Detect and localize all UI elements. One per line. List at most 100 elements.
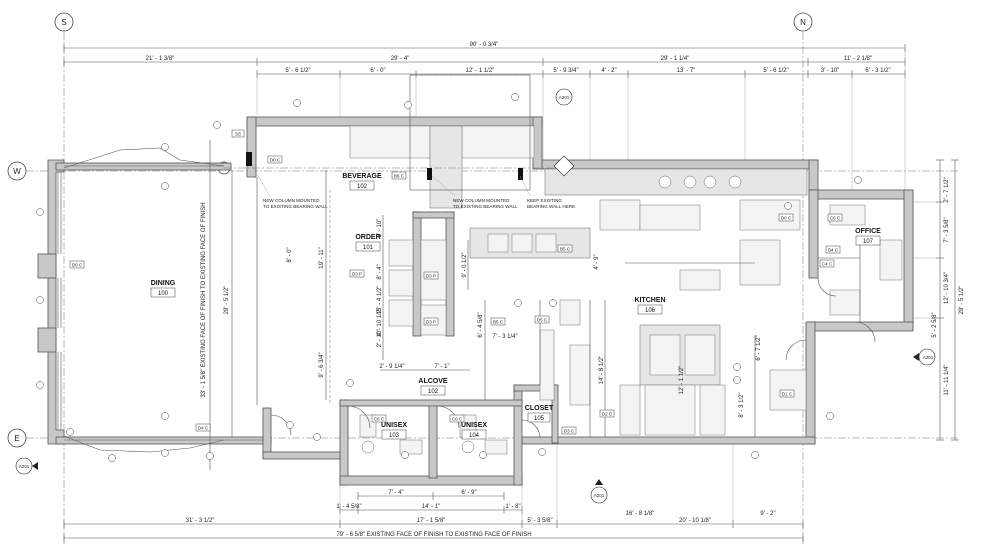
svg-text:31' - 3 1/2": 31' - 3 1/2" [186, 518, 215, 524]
svg-text:UNISEX: UNISEX [461, 422, 487, 429]
svg-text:DINING: DINING [151, 280, 176, 287]
svg-text:BEARING WALL HERE: BEARING WALL HERE [527, 204, 575, 209]
svg-text:B5 C: B5 C [560, 247, 571, 252]
room-label-closet: CLOSET 105 [525, 405, 554, 423]
svg-text:D3 P: D3 P [426, 274, 436, 279]
svg-text:17' - 1 5/8": 17' - 1 5/8" [417, 518, 446, 524]
svg-text:D3 P: D3 P [426, 320, 436, 325]
svg-text:1' - 8": 1' - 8" [505, 504, 520, 510]
svg-text:15' - 4 1/2": 15' - 4 1/2" [377, 286, 383, 315]
svg-text:101: 101 [363, 245, 374, 251]
svg-text:90' - 0 3/4": 90' - 0 3/4" [470, 42, 499, 48]
note-keep-existing: KEEP EXISTING BEARING WALL HERE [519, 175, 575, 209]
grid-bubble-w: W [7, 161, 27, 181]
svg-text:11' - 11 1/4": 11' - 11 1/4" [944, 364, 950, 395]
dimensions-interior: 33' - 1 5/8" EXISTING FACE OF FINISH TO … [201, 140, 762, 470]
svg-text:20' - 10 1/8": 20' - 10 1/8" [679, 518, 711, 524]
svg-text:D0 C: D0 C [781, 216, 792, 221]
dining-windows [57, 147, 264, 453]
room-label-beverage: BEVERAGE 102 [342, 173, 382, 191]
svg-text:9' - 2": 9' - 2" [760, 511, 775, 517]
section-marker-3: A201 [15, 457, 38, 475]
svg-text:C6 C: C6 C [830, 216, 841, 221]
svg-text:N: N [800, 18, 806, 27]
svg-text:9' - 6 3/4": 9' - 6 3/4" [319, 352, 325, 377]
svg-text:102: 102 [428, 389, 439, 395]
svg-text:7' - 3 5/8": 7' - 3 5/8" [944, 217, 950, 242]
svg-text:4' - 9": 4' - 9" [594, 254, 600, 269]
svg-text:D0 C: D0 C [72, 263, 83, 268]
svg-text:D3 P: D3 P [352, 272, 362, 277]
svg-text:6' - 9": 6' - 9" [461, 490, 476, 496]
svg-text:14' - 8 1/2": 14' - 8 1/2" [599, 356, 605, 385]
svg-text:BEVERAGE: BEVERAGE [342, 173, 382, 180]
svg-text:B4 C: B4 C [828, 248, 839, 253]
svg-text:7' - 4": 7' - 4" [388, 490, 403, 496]
svg-text:NEW COLUMN MOUNTED: NEW COLUMN MOUNTED [263, 198, 320, 203]
svg-text:D4 C: D4 C [198, 426, 209, 431]
svg-text:12' - 1 1/2": 12' - 1 1/2" [679, 366, 685, 395]
section-marker-4: A201 [590, 479, 608, 504]
svg-text:102: 102 [357, 184, 368, 190]
svg-text:9' - 0 1/2": 9' - 0 1/2" [462, 252, 468, 277]
svg-text:106: 106 [645, 308, 656, 314]
svg-text:21' - 1 3/8": 21' - 1 3/8" [146, 56, 175, 62]
section-marker-2: A201 [913, 348, 936, 366]
dimensions-bottom: 1' - 4 5/8" 14' - 1" 1' - 8" 7' - 4" 6' … [63, 440, 804, 542]
room-label-unisex-103: UNISEX 103 [381, 422, 407, 440]
svg-text:KEEP EXISTING: KEEP EXISTING [527, 198, 562, 203]
svg-text:7' - 3 1/4": 7' - 3 1/4" [492, 334, 517, 340]
svg-text:D0 C: D0 C [270, 158, 281, 163]
svg-text:33' - 1 5/8" EXISTING FACE OF: 33' - 1 5/8" EXISTING FACE OF FINISH TO … [201, 202, 207, 397]
svg-text:2' - 7 1/2": 2' - 7 1/2" [944, 177, 950, 202]
svg-text:B6 C: B6 C [394, 174, 405, 179]
svg-text:NEW COLUMN MOUNTED: NEW COLUMN MOUNTED [453, 198, 510, 203]
svg-text:12' - 10 3/4": 12' - 10 3/4" [944, 272, 950, 304]
svg-text:3' - 10": 3' - 10" [821, 68, 840, 74]
equipment-tags: D0 C D0 C D0 C D3 P D3 P D3 P B6 C B5 C … [69, 129, 843, 435]
svg-text:B5 C: B5 C [493, 320, 504, 325]
svg-text:S: S [61, 18, 66, 27]
svg-text:107: 107 [863, 239, 874, 245]
svg-text:6' - 3 1/2": 6' - 3 1/2" [865, 68, 890, 74]
svg-text:103: 103 [389, 433, 400, 439]
svg-text:2' - 10": 2' - 10" [377, 329, 383, 348]
svg-text:A201: A201 [923, 355, 934, 360]
svg-text:5' - 2 5/8": 5' - 2 5/8" [932, 312, 938, 337]
svg-text:5' - 6 1/2": 5' - 6 1/2" [285, 68, 310, 74]
svg-text:11' - 2 1/8": 11' - 2 1/8" [844, 56, 872, 62]
svg-text:TO EXISTING BEARING WALL: TO EXISTING BEARING WALL [453, 204, 518, 209]
svg-text:C4 C: C4 C [822, 262, 833, 267]
svg-text:14' - 1": 14' - 1" [422, 504, 441, 510]
svg-text:12' - 1 1/2": 12' - 1 1/2" [466, 68, 495, 74]
svg-text:SS: SS [235, 132, 241, 137]
svg-text:OFFICE: OFFICE [855, 228, 881, 235]
svg-text:A201: A201 [559, 95, 570, 100]
svg-text:KITCHEN: KITCHEN [634, 297, 665, 304]
svg-text:6' - 4 5/8": 6' - 4 5/8" [478, 312, 484, 337]
dimensions-right: 28' - 5 1/2" 2' - 7 1/2" 7' - 3 5/8" 12'… [912, 159, 965, 441]
svg-text:D5 C: D5 C [537, 318, 548, 323]
grid-bubble-s: S [54, 12, 74, 32]
svg-text:7' - 1": 7' - 1" [434, 364, 449, 370]
svg-text:A201: A201 [19, 464, 30, 469]
svg-text:6' - 7 1/2": 6' - 7 1/2" [756, 335, 762, 360]
svg-text:28' - 5 1/2": 28' - 5 1/2" [959, 286, 965, 315]
svg-text:TO EXISTING BEARING WALL: TO EXISTING BEARING WALL [263, 204, 328, 209]
svg-text:29' - 4": 29' - 4" [391, 56, 410, 62]
dimensions-top: 90' - 0 3/4" 21' - 1 3/8" 29' - 4" 29' -… [63, 42, 906, 190]
svg-text:ALCOVE: ALCOVE [418, 378, 448, 385]
svg-text:D1 C: D1 C [782, 392, 793, 397]
svg-text:2' - 9 1/4": 2' - 9 1/4" [379, 364, 404, 370]
svg-text:D2 C: D2 C [602, 412, 613, 417]
column-line [224, 152, 575, 180]
section-marker-1: A201 [555, 88, 573, 106]
svg-text:1' - 4 5/8": 1' - 4 5/8" [336, 504, 361, 510]
room-label-alcove: ALCOVE 102 [418, 378, 448, 396]
svg-text:D3 C: D3 C [564, 429, 575, 434]
svg-text:13' - 7": 13' - 7" [677, 68, 696, 74]
keynote-circles [36, 93, 862, 462]
svg-text:8' - 4": 8' - 4" [377, 264, 383, 279]
svg-text:4' - 2": 4' - 2" [601, 68, 616, 74]
